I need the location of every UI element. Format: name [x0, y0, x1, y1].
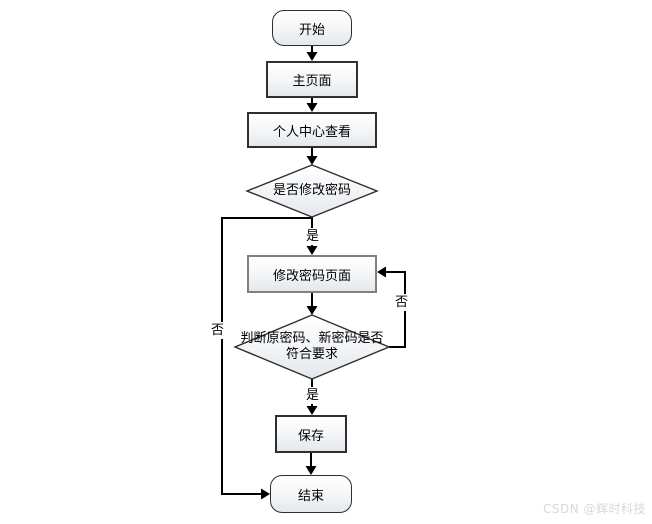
start-node: 开始 — [272, 10, 352, 46]
main-page-node: 主页面 — [266, 61, 358, 98]
personal-center-node-label: 个人中心查看 — [272, 124, 351, 140]
connector-decision1-no-to-end — [221, 217, 311, 495]
csdn-watermark: CSDN @辉时科技 — [542, 502, 646, 516]
edge-label-no-right: 否 — [393, 294, 410, 311]
decision-password-valid-diamond — [233, 314, 391, 380]
personal-center-node: 个人中心查看 — [247, 112, 377, 148]
arrowhead-into-personal — [306, 103, 318, 112]
arrowhead-into-end-from-save — [305, 466, 317, 475]
arrowhead-into-decision1 — [306, 156, 318, 165]
arrowheads — [261, 52, 386, 500]
save-node-label: 保存 — [297, 428, 324, 444]
end-node-label: 结束 — [297, 488, 324, 504]
arrowhead-into-save — [306, 406, 318, 415]
arrowhead-into-end-from-no — [261, 488, 270, 500]
arrowhead-into-modify — [306, 246, 318, 255]
arrowhead-into-decision2 — [306, 306, 318, 315]
main-page-node-label: 主页面 — [292, 74, 332, 89]
modify-password-page-node: 修改密码页面 — [247, 255, 377, 293]
arrowhead-into-main — [306, 52, 318, 61]
edge-label-no-left: 否 — [209, 322, 226, 339]
start-node-label: 开始 — [298, 22, 325, 38]
end-node: 结束 — [270, 475, 352, 513]
arrowhead-into-modify-from-no — [377, 266, 386, 278]
save-node: 保存 — [275, 415, 347, 453]
decision-modify-password-diamond — [245, 164, 379, 218]
edge-label-yes-1: 是 — [304, 228, 321, 245]
modify-password-page-node-label: 修改密码页面 — [272, 268, 351, 284]
edge-label-yes-2: 是 — [304, 387, 321, 404]
